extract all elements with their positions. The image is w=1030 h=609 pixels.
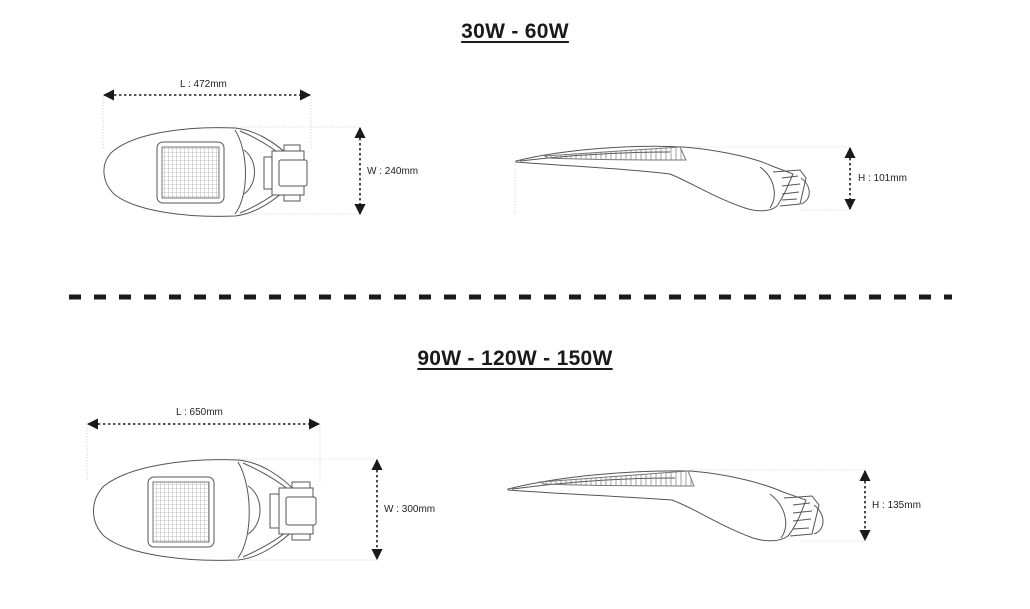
guide-lines-top: [102, 96, 849, 215]
section-title-30-60w: 30W - 60W: [461, 20, 569, 43]
length-label-small: L : 472mm: [180, 79, 227, 90]
width-label-small: W : 240mm: [367, 166, 419, 177]
length-label-large: L : 650mm: [176, 407, 223, 418]
height-label-large: H : 135mm: [872, 500, 921, 511]
section-title-90-150w: 90W - 120W - 150W: [417, 347, 613, 370]
streetlight-top-view-large-icon: [93, 459, 317, 561]
streetlight-side-view-large-icon: [507, 470, 824, 542]
guide-lines-bottom: [86, 424, 865, 561]
height-label-small: H : 101mm: [858, 173, 907, 184]
streetlight-top-view-small-icon: [103, 127, 308, 217]
streetlight-side-view-small-icon: [515, 145, 810, 212]
width-label-large: W : 300mm: [384, 504, 436, 515]
